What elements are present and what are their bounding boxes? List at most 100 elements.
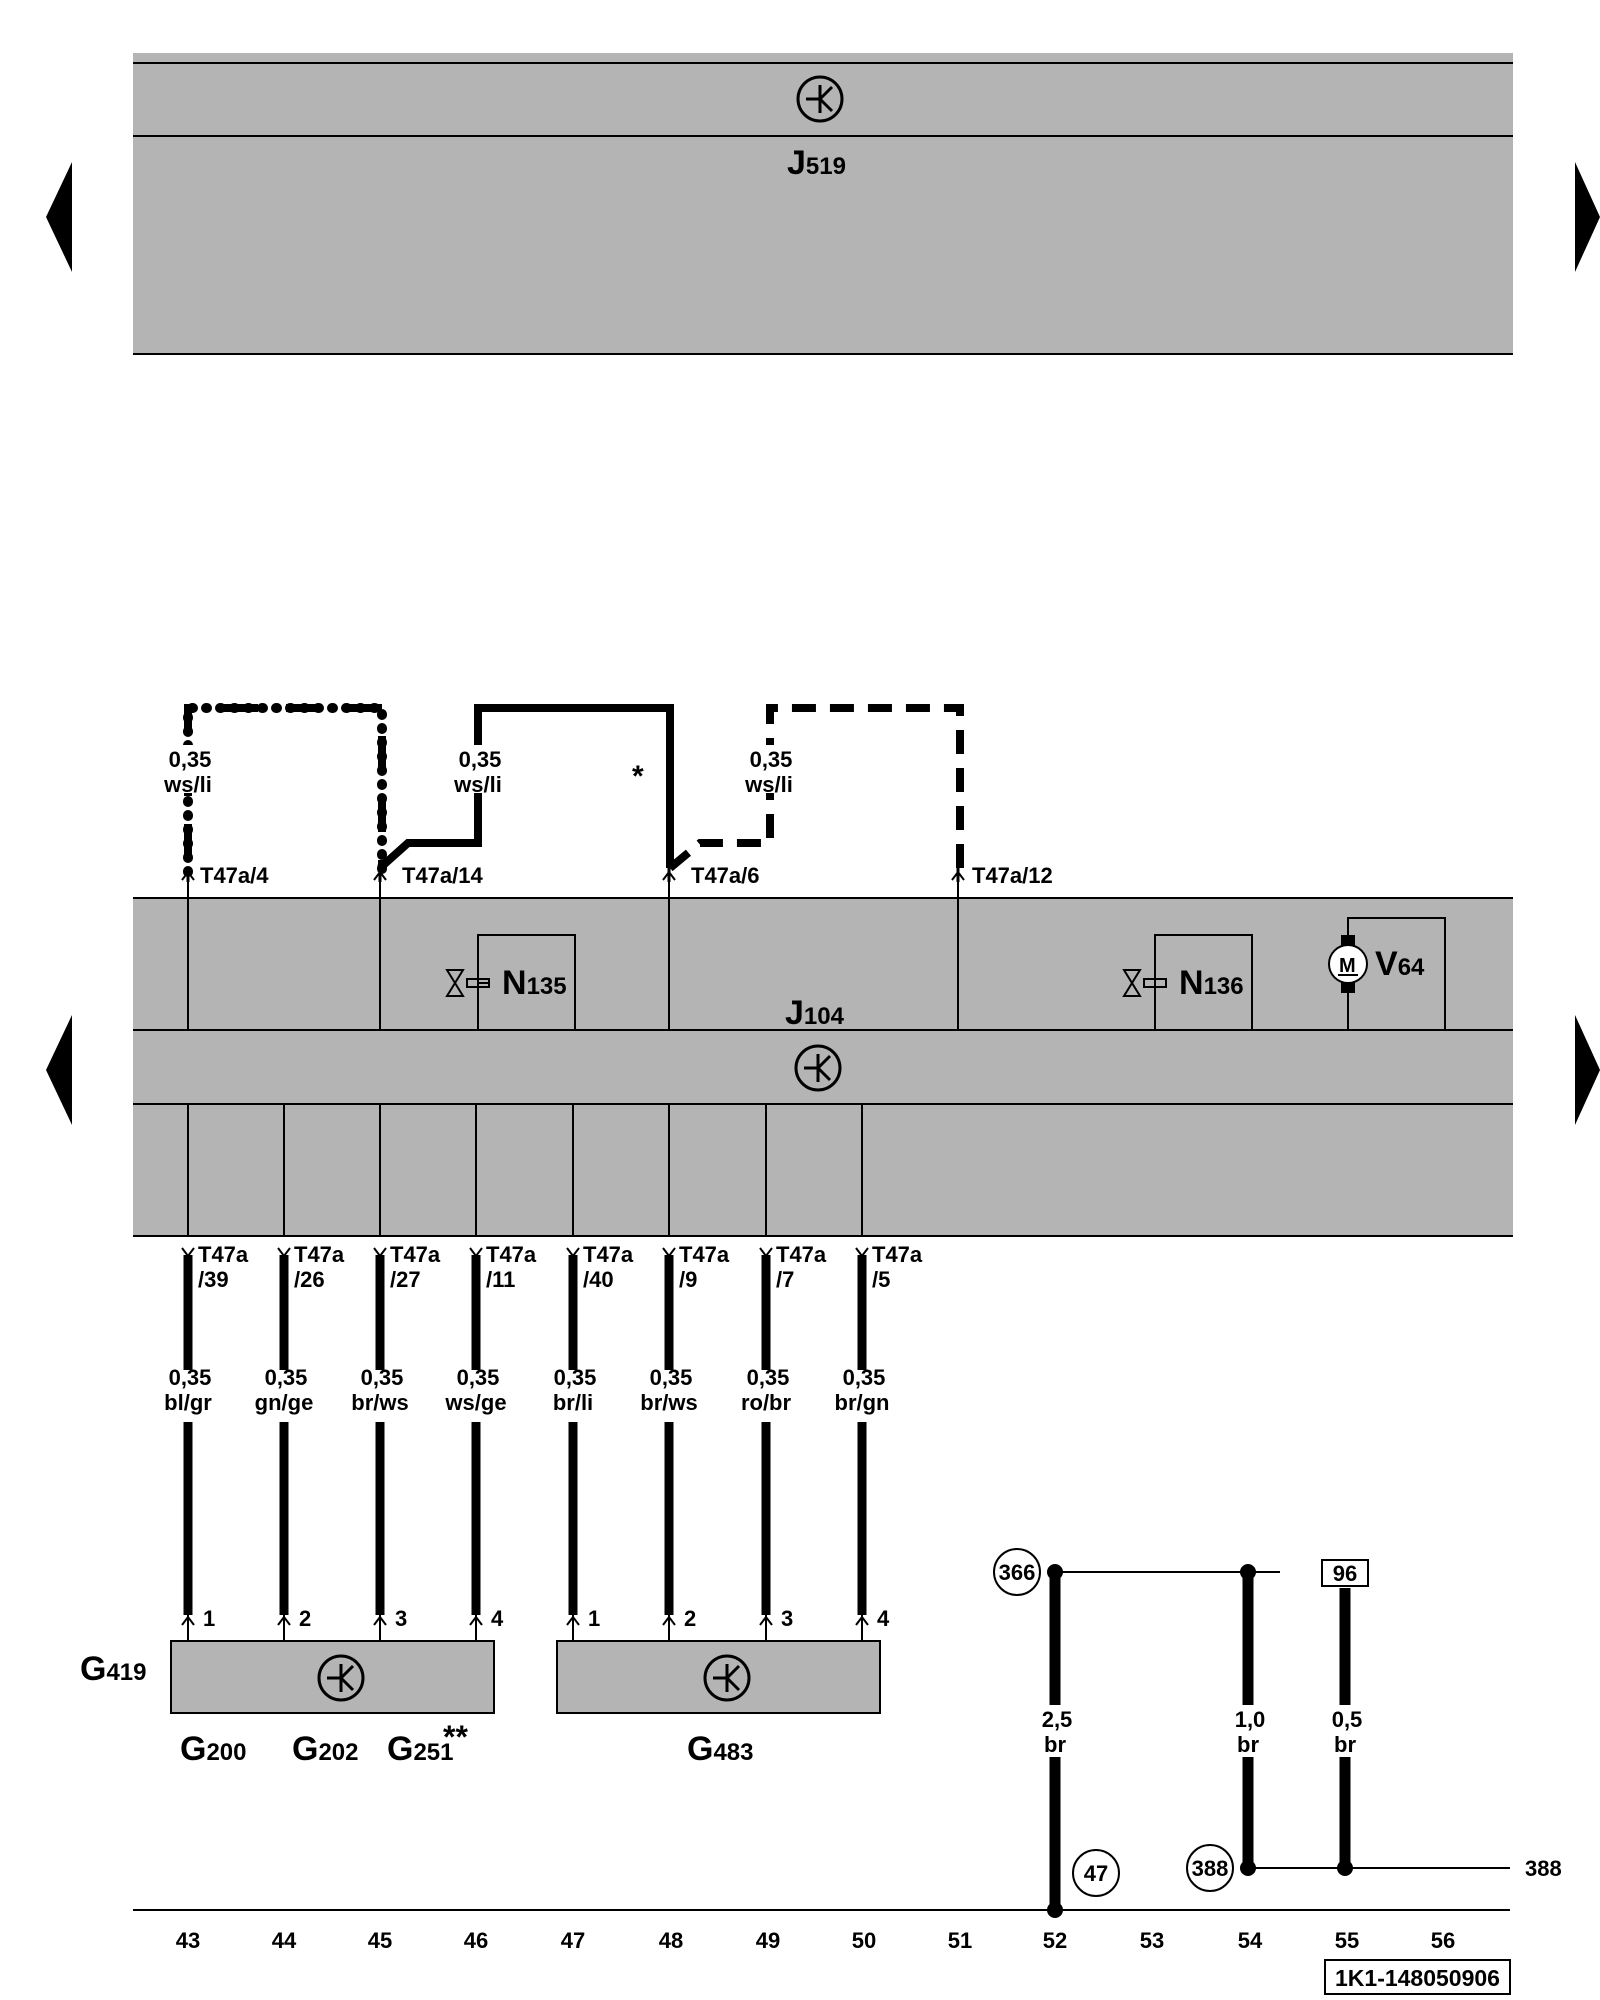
- bottom-wires: [181, 1247, 869, 1641]
- column-number: 49: [756, 1928, 780, 1953]
- connector-pin: /7: [776, 1267, 794, 1292]
- sensor-pin: 1: [588, 1606, 600, 1631]
- column-number: 47: [561, 1928, 585, 1953]
- top-wire-harness: [183, 703, 964, 877]
- sensor-g483: G483: [556, 1640, 881, 1768]
- ground-node-47[interactable]: 47: [1072, 1849, 1120, 1897]
- wire-size: 0,35: [843, 1365, 886, 1390]
- wire-color: br/ws: [640, 1390, 697, 1415]
- wire-size: 0,35: [459, 747, 502, 772]
- connector-label: T47a: [486, 1242, 537, 1267]
- column-number: 46: [464, 1928, 488, 1953]
- ground-node-388[interactable]: 388: [1186, 1844, 1234, 1892]
- reference-388: 388: [1525, 1856, 1562, 1881]
- wire-color: br/ws: [351, 1390, 408, 1415]
- top-connectors: [181, 868, 965, 882]
- connector-pin: /26: [294, 1267, 325, 1292]
- motor-icon: M: [1328, 935, 1368, 993]
- double-star-note: **: [443, 1719, 468, 1755]
- label-n136: N136: [1179, 964, 1244, 1002]
- connector-arrow: [662, 868, 676, 882]
- control-unit-icon: [796, 75, 844, 123]
- connector-label: T47a/4: [200, 863, 269, 888]
- motor-v64: M V64: [1328, 917, 1446, 1030]
- wire-size: 0,35: [747, 1365, 790, 1390]
- svg-text:M: M: [1339, 955, 1356, 977]
- wire-color: ws/li: [744, 772, 793, 797]
- svg-text:388: 388: [1192, 1856, 1229, 1881]
- wire-size: 0,35: [650, 1365, 693, 1390]
- module-j104: J104 N135 N136: [133, 878, 1513, 1237]
- column-number: 53: [1140, 1928, 1164, 1953]
- wire-color: br/li: [553, 1390, 593, 1415]
- connector-pin: /39: [198, 1267, 229, 1292]
- connector-label: T47a: [776, 1242, 827, 1267]
- wire-size: 0,35: [554, 1365, 597, 1390]
- wire-color: br: [1334, 1732, 1356, 1757]
- wire-color: gn/ge: [255, 1390, 314, 1415]
- column-number: 56: [1431, 1928, 1455, 1953]
- next-page-arrow-bottom[interactable]: [1575, 1015, 1600, 1125]
- column-number: 44: [272, 1928, 297, 1953]
- ground-node-366[interactable]: 366: [993, 1548, 1041, 1596]
- connector-pin: /27: [390, 1267, 421, 1292]
- svg-text:366: 366: [999, 1560, 1036, 1585]
- svg-text:1K1-148050906: 1K1-148050906: [1335, 1965, 1500, 1991]
- wire-color: ws/ge: [444, 1390, 506, 1415]
- sensor-pin: 1: [203, 1606, 215, 1631]
- connector-label: T47a/14: [402, 863, 483, 888]
- module-j519: J519: [133, 53, 1513, 355]
- junction-dot: [1240, 1564, 1256, 1580]
- control-unit-icon: [703, 1654, 751, 1702]
- control-unit-icon: [317, 1654, 365, 1702]
- wire-color: br/gn: [835, 1390, 890, 1415]
- column-numbers: 43 44 45 46 47 48 49 50 51 52 53 54 55 5…: [176, 1928, 1455, 1953]
- wire-color: ro/br: [741, 1390, 792, 1415]
- connector-label: T47a: [872, 1242, 923, 1267]
- label-g251: G251: [387, 1730, 454, 1768]
- wire-color: br: [1237, 1732, 1259, 1757]
- label-g419: G419: [80, 1650, 147, 1688]
- column-number: 55: [1335, 1928, 1359, 1953]
- wire-size: 1,0: [1235, 1707, 1266, 1732]
- bottom-wire-labels: T47a /39 T47a /26 T47a /27 T47a /11 T47a…: [164, 1242, 923, 1631]
- wire-size: 0,35: [169, 1365, 212, 1390]
- connector-label: T47a: [390, 1242, 441, 1267]
- wire-size: 0,35: [750, 747, 793, 772]
- sensor-pin: 4: [877, 1606, 890, 1631]
- column-number: 51: [948, 1928, 972, 1953]
- wire-size: 0,35: [457, 1365, 500, 1390]
- junction-dot: [1047, 1564, 1063, 1580]
- label-j519: J519: [787, 144, 846, 182]
- prev-page-arrow-bottom[interactable]: [46, 1015, 72, 1125]
- connector-label: T47a: [294, 1242, 345, 1267]
- connector-pin: /11: [486, 1267, 515, 1292]
- connector-arrow: [951, 868, 965, 882]
- ground-node-96[interactable]: 96: [1321, 1559, 1369, 1587]
- connector-pin: /5: [872, 1267, 890, 1292]
- label-n135: N135: [502, 964, 567, 1002]
- sensor-g419: G419 G200 G202 G251 **: [80, 1640, 495, 1768]
- prev-page-arrow-top[interactable]: [46, 162, 72, 272]
- wire-color: br: [1044, 1732, 1066, 1757]
- sensor-pin: 3: [395, 1606, 407, 1631]
- connector-label: T47a: [679, 1242, 730, 1267]
- wire-size: 0,35: [169, 747, 212, 772]
- connector-pin: /9: [679, 1267, 697, 1292]
- wire-size: 2,5: [1042, 1707, 1073, 1732]
- solenoid-valve-icon: [1122, 969, 1167, 997]
- sensor-pin: 4: [491, 1606, 504, 1631]
- next-page-arrow-top[interactable]: [1575, 162, 1600, 272]
- sensor-pin: 2: [299, 1606, 311, 1631]
- wire-color: ws/li: [453, 772, 502, 797]
- connector-arrow: [373, 868, 387, 882]
- connector-arrow: [181, 868, 195, 882]
- connector-label: T47a: [583, 1242, 634, 1267]
- solenoid-valve-icon: [445, 969, 490, 997]
- column-number: 45: [368, 1928, 392, 1953]
- connector-label: T47a/6: [691, 863, 760, 888]
- wire-size: 0,35: [361, 1365, 404, 1390]
- connector-arrows-top: [181, 1247, 869, 1258]
- document-id: 1K1-148050906: [1324, 1959, 1511, 1995]
